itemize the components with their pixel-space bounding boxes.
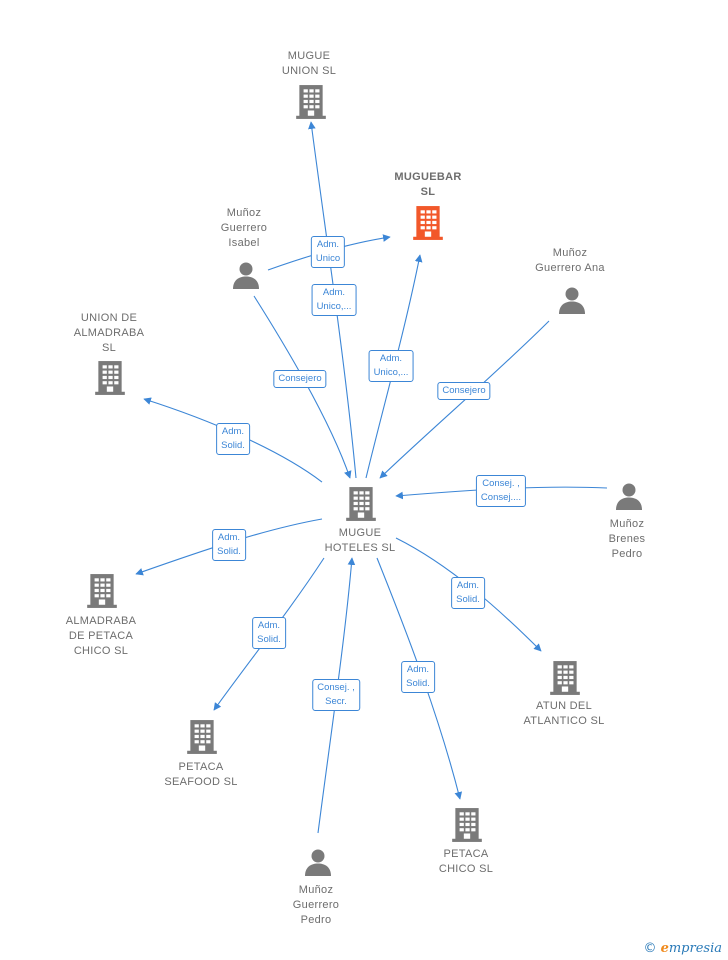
edge-label-adm-solid-almadraba-petaca[interactable]: Adm.Solid. — [212, 529, 246, 561]
edge-label-adm-solid-petaca-chico[interactable]: Adm.Solid. — [401, 661, 435, 693]
edge-label-consejero-ana[interactable]: Consejero — [437, 382, 491, 400]
edge-label-adm-unico-muguebar[interactable]: Adm.Unico,... — [368, 350, 414, 382]
building-icon[interactable] — [295, 84, 327, 120]
building-icon[interactable] — [94, 360, 126, 396]
person-icon[interactable] — [614, 481, 644, 511]
building-icon[interactable] — [345, 486, 377, 522]
edge-label-consejero-isabel[interactable]: Consejero — [273, 370, 327, 388]
edge-label-adm-unico-union[interactable]: Adm.Unico,... — [311, 284, 357, 316]
person-icon[interactable] — [557, 285, 587, 315]
edge-label-adm-unico-isabel[interactable]: Adm.Unico — [310, 236, 346, 268]
person-icon[interactable] — [231, 260, 261, 290]
edge-label-adm-solid-seafood[interactable]: Adm.Solid. — [252, 617, 286, 649]
edge-label-consej-secr-guerrero-pedro[interactable]: Consej. ,Secr. — [312, 679, 360, 711]
empresia-logo: © empresia — [643, 941, 722, 956]
building-icon[interactable] — [186, 719, 218, 755]
building-icon[interactable] — [86, 573, 118, 609]
edge-label-adm-solid-union-almadraba[interactable]: Adm.Solid. — [216, 423, 250, 455]
building-icon[interactable] — [451, 807, 483, 843]
edge-label-consej-brenes[interactable]: Consej. ,Consej.... — [475, 475, 527, 507]
copyright-icon: © — [643, 941, 657, 956]
building-icon[interactable] — [412, 205, 444, 241]
edge-label-adm-solid-atun[interactable]: Adm.Solid. — [451, 577, 485, 609]
building-icon[interactable] — [549, 660, 581, 696]
person-icon[interactable] — [303, 847, 333, 877]
